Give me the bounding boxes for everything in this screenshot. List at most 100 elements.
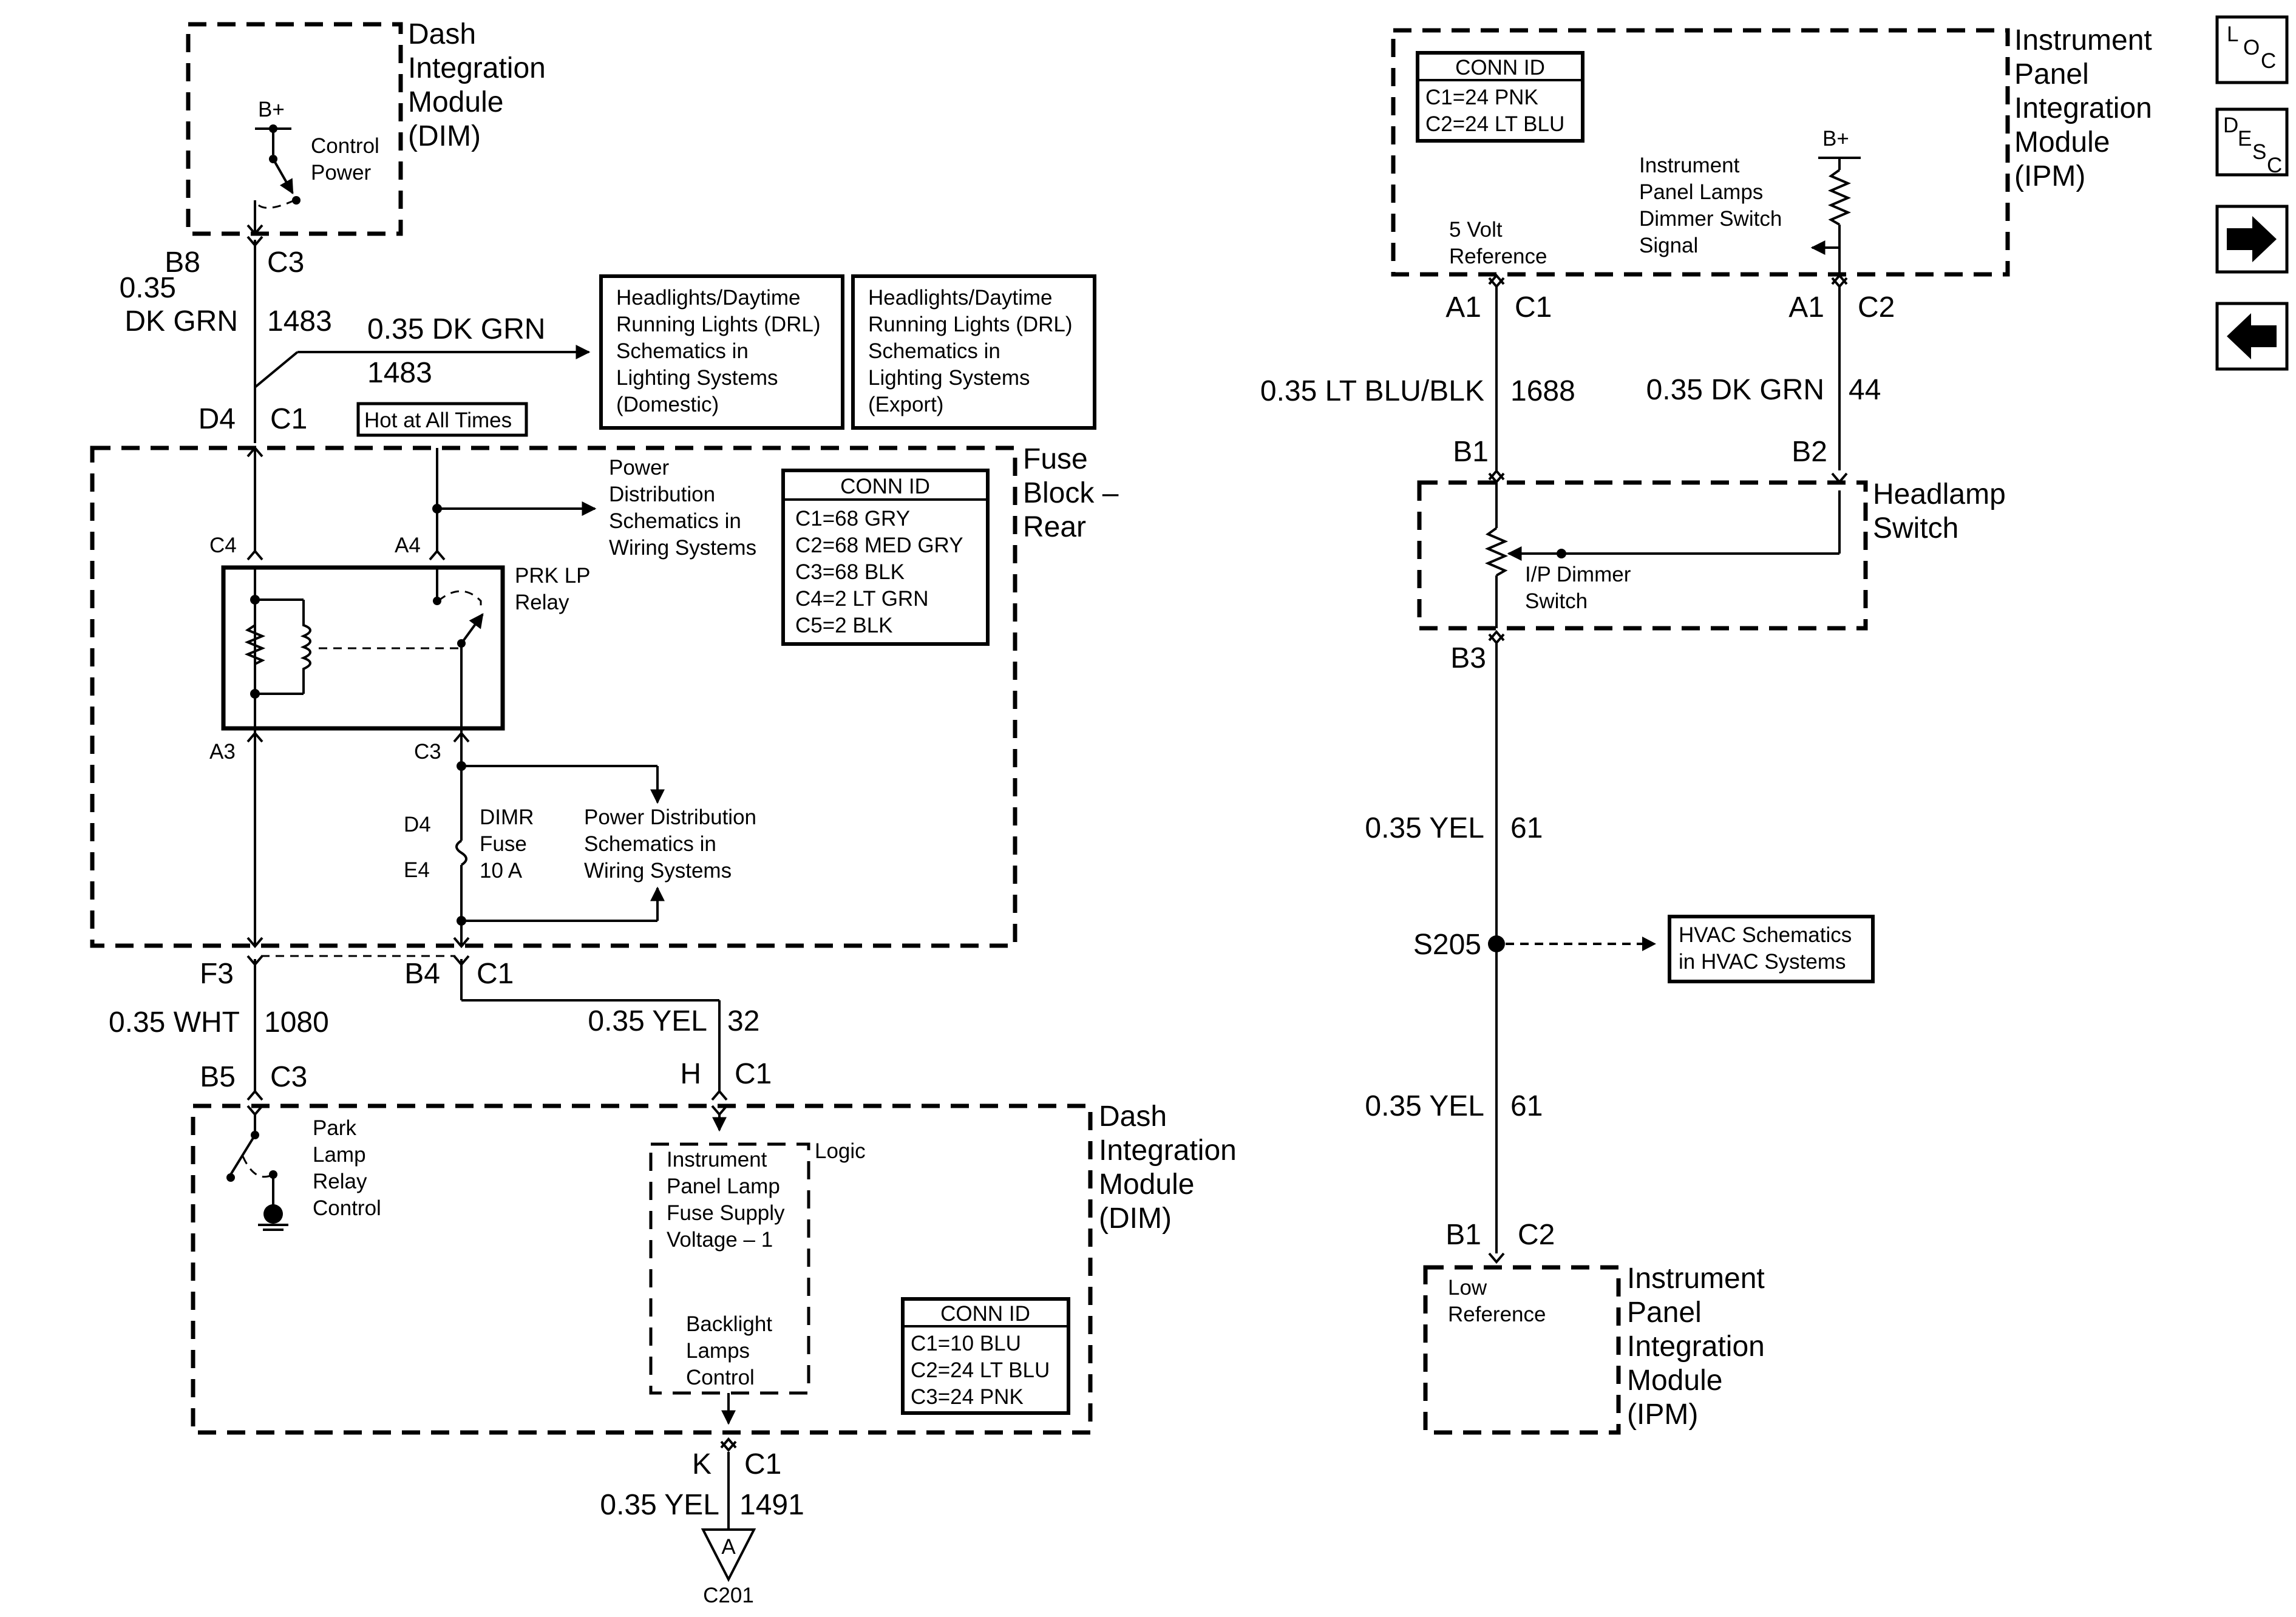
svg-text:Switch: Switch [1873, 512, 1958, 544]
svg-text:CONN ID: CONN ID [840, 475, 930, 498]
wire-1483-conn: C3 [267, 246, 304, 279]
ref-drl-export[interactable]: Headlights/Daytime Running Lights (DRL) … [851, 274, 1096, 430]
wire-61-upper-color: 0.35 YEL [1365, 812, 1484, 844]
wire-61-upper-circuit: 61 [1510, 812, 1543, 844]
ipm-module-bottom: Low Reference Instrument Panel Integrati… [1423, 1263, 1765, 1435]
pin-a3: A3 [209, 740, 236, 764]
pd-ref-bottom-1: Power Distribution [584, 805, 756, 829]
svg-text:Instrument: Instrument [667, 1148, 767, 1171]
relay-resistor-icon [244, 624, 266, 665]
park-lamp-switch-icon [226, 1114, 288, 1231]
svg-text:Schematics in: Schematics in [868, 339, 1000, 363]
svg-text:C2=68 MED GRY: C2=68 MED GRY [795, 534, 963, 557]
dim-bottom-title-4: (DIM) [1099, 1202, 1172, 1235]
svg-text:E: E [2238, 127, 2252, 151]
wire-1688-conn: C1 [1515, 291, 1552, 324]
dim-bottom-conn-id: CONN ID C1=10 BLU C2=24 LT BLU C3=24 PNK [901, 1297, 1070, 1415]
b-plus-label: B+ [258, 98, 285, 121]
wire-1491-color: 0.35 YEL [600, 1489, 719, 1521]
svg-text:D: D [2223, 114, 2238, 137]
svg-text:Panel: Panel [1627, 1297, 1702, 1329]
wire-1483-branch-circuit: 1483 [367, 357, 432, 389]
svg-text:5 Volt: 5 Volt [1449, 218, 1503, 242]
wire-1483-color: DK GRN [124, 305, 238, 337]
wire-32-circuit: 32 [727, 1005, 759, 1037]
headlamp-switch: Headlamp Switch I/P Dimmer Switch [1417, 478, 2006, 631]
headlamp-pin-out: B3 [1450, 642, 1486, 674]
dim-top-title-1: Dash [408, 18, 476, 50]
svg-text:C2=24 LT BLU: C2=24 LT BLU [911, 1358, 1050, 1382]
wire-61-lower-color: 0.35 YEL [1365, 1090, 1484, 1122]
wire-1483-branch-color: 0.35 DK GRN [367, 313, 545, 345]
ipm-b-plus: B+ [1822, 127, 1849, 151]
svg-text:C4=2 LT GRN: C4=2 LT GRN [795, 587, 929, 611]
svg-text:(IPM): (IPM) [2014, 160, 2085, 192]
dimmer-signal-resistor-icon [1810, 157, 1861, 274]
wire-32-conn-out: C1 [477, 958, 514, 990]
wire-1491-pin: K [692, 1448, 712, 1480]
svg-text:Panel Lamp: Panel Lamp [667, 1175, 780, 1198]
svg-text:Hot at All Times: Hot at All Times [364, 408, 512, 432]
wire-1080-pin-in: B5 [200, 1061, 236, 1093]
offpage-conn: C201 [703, 1584, 754, 1607]
next-button[interactable] [2215, 205, 2289, 274]
park-label-4: Control [313, 1196, 381, 1220]
pin-c4: C4 [209, 534, 237, 557]
wire-1080-color: 0.35 WHT [109, 1006, 240, 1039]
control-power-label-1: Control [311, 134, 379, 158]
prev-button[interactable] [2215, 302, 2289, 371]
ipm-module-top: Instrument Panel Integration Module (IPM… [1391, 24, 2152, 277]
svg-text:Switch: Switch [1525, 589, 1588, 613]
desc-button[interactable]: D E S C [2215, 107, 2289, 177]
svg-text:Control: Control [686, 1366, 755, 1389]
wire-1491: K C1 0.35 YEL 1491 A C201 [600, 1437, 804, 1607]
dim-bottom-title-2: Integration [1099, 1134, 1237, 1167]
svg-text:Instrument: Instrument [2014, 24, 2152, 56]
svg-text:Module: Module [2014, 126, 2110, 158]
svg-text:Reference: Reference [1449, 245, 1547, 268]
dim-top-title-3: Module [408, 86, 503, 118]
wire-1688-circuit: 1688 [1510, 375, 1575, 407]
hot-at-all-times-label: Hot at All Times [356, 402, 528, 437]
svg-text:C1=10 BLU: C1=10 BLU [911, 1332, 1021, 1355]
fuse-block-rear: Fuse Block – Rear C4 A4 Power Distributi… [90, 443, 1119, 949]
svg-text:Fuse Supply: Fuse Supply [667, 1201, 785, 1225]
relay-label-1: PRK LP [515, 564, 591, 588]
wire-1483-circuit: 1483 [267, 305, 332, 337]
offpage-connector-triangle-icon[interactable]: A [701, 1528, 756, 1582]
dim-top-title-2: Integration [408, 52, 546, 84]
ref-drl-domestic[interactable]: Headlights/Daytime Running Lights (DRL) … [599, 274, 844, 430]
wire-61-lower-circuit: 61 [1510, 1090, 1543, 1122]
ref-hvac[interactable]: HVAC Schematics in HVAC Systems [1668, 915, 1875, 983]
splice-dot [1488, 935, 1505, 952]
wire-44-pin: A1 [1788, 291, 1824, 324]
fuse-label-1: DIMR [480, 805, 534, 829]
ipm-top-conn-id: CONN ID C1=24 PNK C2=24 LT BLU [1416, 51, 1584, 143]
fuse-in-conn: C1 [270, 403, 307, 435]
dimr-fuse: D4 E4 DIMR Fuse 10 A [404, 805, 534, 883]
park-label-1: Park [313, 1116, 356, 1140]
wire-32-color: 0.35 YEL [588, 1005, 707, 1037]
fuse-block-title-2: Block – [1023, 477, 1119, 509]
park-label-2: Lamp [313, 1143, 366, 1167]
svg-text:C: C [2267, 154, 2282, 177]
fuse-label-2: Fuse [480, 832, 527, 856]
ground-icon [263, 1204, 283, 1224]
loc-button[interactable]: L O C [2215, 15, 2289, 84]
logic-block: Logic Instrument Panel Lamp Fuse Supply … [649, 1114, 866, 1425]
wire-32-conn-in: C1 [735, 1058, 772, 1090]
svg-text:CONN ID: CONN ID [1455, 56, 1545, 80]
pd-ref-top-4: Wiring Systems [609, 536, 756, 560]
dim-module-bottom: Dash Integration Module (DIM) Park Lamp … [191, 1100, 1237, 1435]
pd-ref-bottom-3: Wiring Systems [584, 859, 732, 883]
wire-44-conn: C2 [1858, 291, 1895, 324]
svg-text:C5=2 BLK: C5=2 BLK [795, 614, 893, 637]
pd-ref-bottom-2: Schematics in [584, 832, 716, 856]
wire-1491-circuit: 1491 [739, 1489, 804, 1521]
svg-text:Backlight: Backlight [686, 1312, 772, 1336]
prk-lp-relay: PRK LP Relay [221, 564, 591, 731]
svg-text:Running Lights (DRL): Running Lights (DRL) [868, 313, 1073, 336]
arrow-right-icon [2227, 216, 2277, 262]
wire-1080: F3 0.35 WHT 1080 B5 C3 [109, 955, 455, 1117]
svg-text:Lamps: Lamps [686, 1339, 750, 1363]
